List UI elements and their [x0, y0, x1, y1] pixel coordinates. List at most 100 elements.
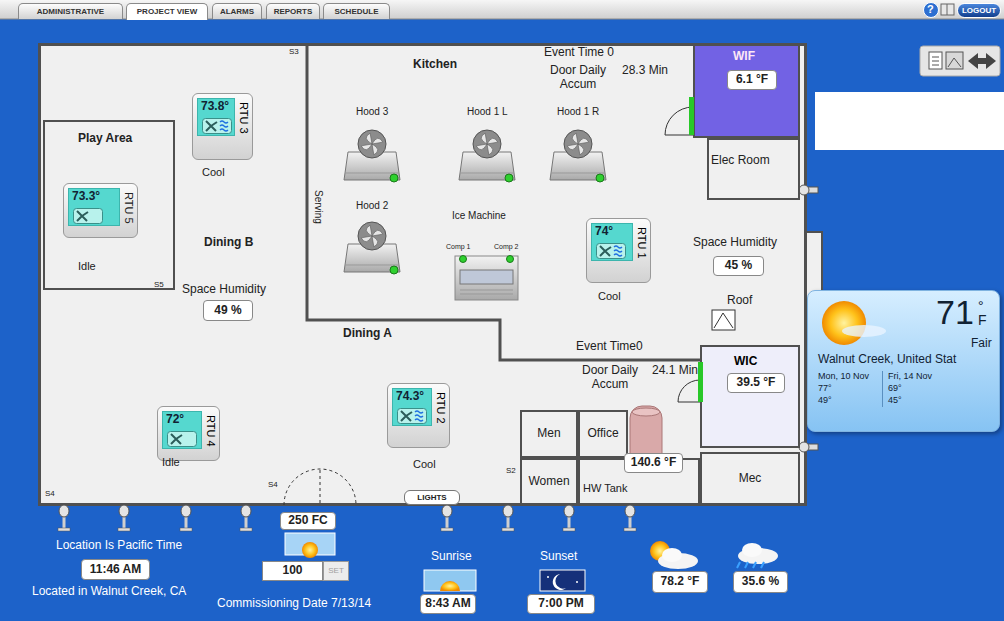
- node-text: 7:00 PM: [538, 597, 583, 611]
- text-label: Dining A: [343, 327, 392, 341]
- node-text: 100: [282, 564, 302, 578]
- hood-icons: [564, 130, 592, 158]
- weather-icon: [662, 548, 682, 562]
- hood-icons: [372, 138, 383, 144]
- book-icon: [941, 4, 954, 15]
- humidity-icon: [737, 562, 764, 568]
- hood-icons: [358, 222, 386, 250]
- book-icon: [941, 4, 954, 15]
- hood-icons: [578, 144, 584, 155]
- lamp-icons: [441, 528, 453, 531]
- node-text: RTU 4: [204, 415, 217, 447]
- hood-icons: [578, 138, 589, 144]
- room-box: Men: [520, 410, 578, 458]
- text-label: Cool: [202, 166, 225, 179]
- sunrise-tile: [424, 570, 476, 591]
- value-box: 35.6 %: [733, 571, 788, 593]
- ice-machine: [460, 270, 513, 284]
- ice-machine: [455, 256, 518, 300]
- text-label: ?: [927, 3, 934, 16]
- lamp-icons: [799, 185, 809, 195]
- view-toolbar: [946, 52, 963, 69]
- node-text: 49 %: [214, 304, 241, 318]
- text-label: Idle: [162, 456, 180, 469]
- node-text: Walnut Creek, United Stat: [818, 353, 956, 367]
- weather-panel: 71°FFairWalnut Creek, United StatMon, 10…: [807, 290, 1000, 432]
- help-icon: [924, 3, 939, 18]
- menu-tab: PROJECT VIEW: [126, 3, 208, 20]
- node-text: Mon, 10 Nov: [818, 371, 869, 381]
- text-label: S2: [506, 466, 516, 475]
- kitchen-wall: [307, 44, 700, 360]
- blank-panel: [815, 92, 1004, 150]
- lamp-icons: [119, 505, 129, 517]
- room-box: Office: [578, 410, 628, 458]
- sunset-tile: [553, 574, 566, 590]
- text-label: Roof: [727, 294, 752, 308]
- sun-tile: [285, 533, 335, 558]
- ice-machine: [460, 256, 467, 263]
- sunset-tile: [547, 576, 549, 578]
- ice-machine: [507, 256, 514, 263]
- hood-icons: [366, 133, 372, 144]
- rtu-unit: 73.8°RTU 3: [192, 93, 253, 160]
- node-text: 73.3°: [72, 190, 100, 204]
- node-text: 74.3°: [396, 390, 424, 404]
- node-text: 39.5 °F: [737, 376, 776, 390]
- node-text: LOGOUT: [962, 6, 996, 15]
- node-text: 49°: [818, 395, 832, 405]
- room-box: Elec Room: [707, 138, 800, 200]
- text-label: Event Time 0: [544, 46, 614, 60]
- sunset-tile: [540, 570, 585, 591]
- fan-icon: [596, 243, 626, 259]
- view-toolbar: [920, 46, 1000, 76]
- lamp-icons: [241, 505, 251, 517]
- node-text: 35.6 %: [742, 575, 779, 589]
- value-box: 6.1 °F: [727, 70, 777, 90]
- text-label: Comp 2: [494, 243, 519, 251]
- node-text: 71: [936, 293, 974, 332]
- text-label: Event Time0: [576, 340, 643, 354]
- clock-box: 11:46 AM: [81, 559, 150, 580]
- sunrise-tile: [424, 570, 476, 591]
- hood-icons: [487, 144, 493, 155]
- text-label: Location Is Pacific Time: [56, 539, 182, 553]
- node-text: Mec: [739, 472, 762, 486]
- node-text: REPORTS: [274, 7, 313, 16]
- text-label: Hood 1 R: [557, 106, 599, 118]
- ice-machine: [460, 294, 513, 295]
- lamp-icons: [799, 442, 809, 452]
- lamp-icons: [118, 528, 130, 531]
- text-label: S4: [268, 480, 278, 489]
- view-toolbar: [948, 58, 961, 67]
- hood-icons: [551, 173, 605, 174]
- door-sensor: [689, 97, 694, 135]
- text-label: Hood 2: [356, 200, 388, 212]
- hood-icons: [476, 144, 487, 150]
- node-text: ADMINISTRATIVE: [37, 7, 104, 16]
- lamp-icons: [624, 528, 636, 531]
- room-box: Mec: [700, 452, 800, 505]
- blue-ground: [0, 19, 1004, 621]
- node-text: RTU 5: [122, 192, 135, 224]
- text-label: Dining B: [204, 236, 253, 250]
- text-label: Cool: [413, 458, 436, 471]
- node-text: Men: [537, 427, 560, 441]
- node-text: RTU 2: [434, 392, 447, 424]
- text-label: S5: [154, 280, 164, 289]
- light-sensor-arc: [284, 469, 356, 505]
- node-text: 8:43 AM: [425, 597, 471, 611]
- node-text: RTU 3: [237, 102, 250, 134]
- text-label: Comp 1: [446, 243, 471, 251]
- fan-icon: [167, 431, 197, 447]
- text-label: Located in Walnut Creek, CA: [32, 585, 186, 599]
- hood-icons: [361, 144, 372, 150]
- node-text: LIGHTS: [417, 493, 446, 502]
- hood-icons: [572, 133, 578, 144]
- view-toolbar: [932, 57, 939, 58]
- cooler-room: WIC 39.5 °F: [700, 345, 800, 448]
- node-text: WIC: [734, 355, 757, 369]
- time-box: 8:43 AM: [420, 594, 476, 614]
